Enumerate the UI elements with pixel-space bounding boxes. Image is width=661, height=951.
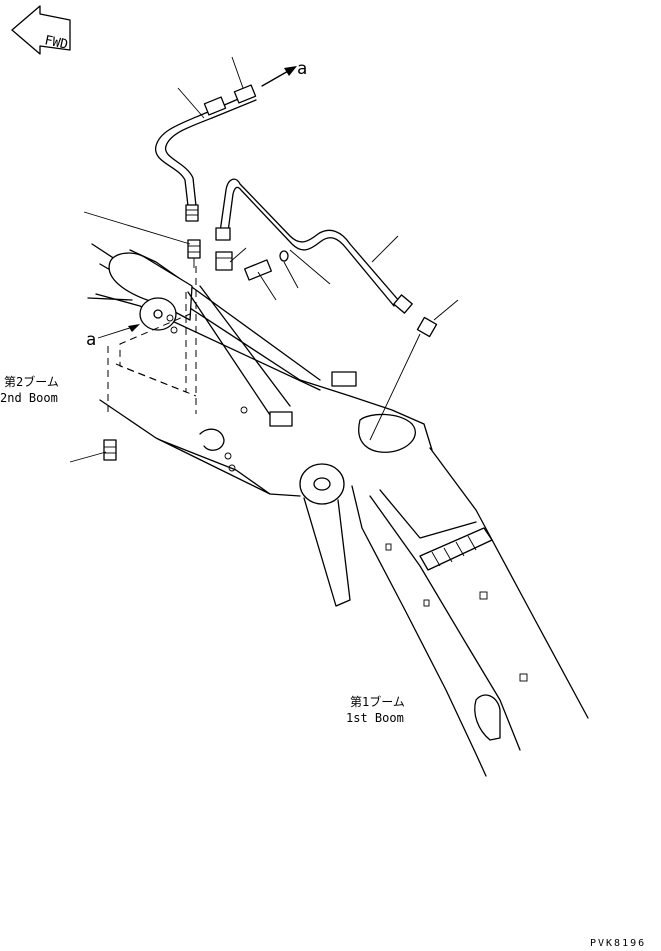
second-boom: a [86, 243, 433, 497]
hose-assembly-2 [215, 178, 413, 314]
callout-a-top: a [297, 59, 307, 79]
first-boom [299, 447, 589, 777]
fitting-bolt [243, 259, 277, 301]
callout-a-left: a [86, 330, 96, 350]
arrow-a-top: a [261, 59, 307, 87]
label-1st-boom-jp: 第1ブーム [350, 694, 405, 709]
hidden-routing [107, 266, 197, 414]
fitting-elbow [215, 247, 247, 271]
label-2nd-boom-en: 2nd Boom [0, 391, 58, 405]
fitting-adapter-left [69, 439, 117, 463]
label-1st-boom-en: 1st Boom [346, 711, 404, 725]
hose-assembly-1 [155, 56, 257, 222]
fwd-arrow-icon: FWD [11, 5, 71, 55]
fwd-label: FWD [43, 33, 69, 53]
fitting-adapter-1 [83, 211, 201, 268]
washer [279, 250, 299, 289]
drawing-code: PVK8196 [590, 938, 646, 949]
label-2nd-boom-jp: 第2ブーム [4, 374, 59, 389]
fitting-adapter-2 [369, 299, 459, 441]
